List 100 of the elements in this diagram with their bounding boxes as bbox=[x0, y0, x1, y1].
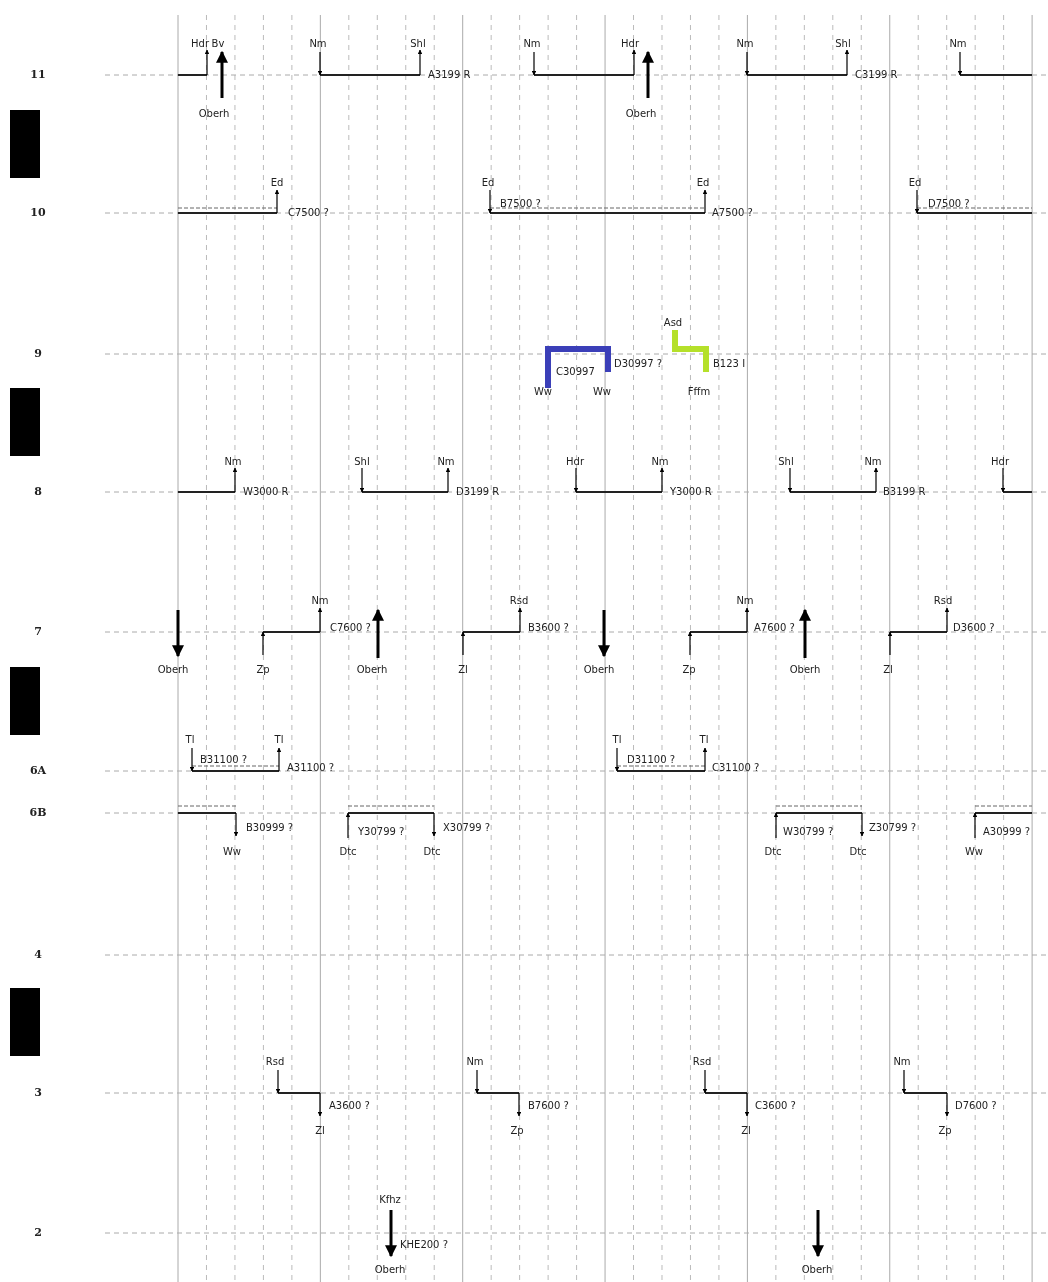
station-label: Nm bbox=[224, 456, 242, 468]
station-label: Tl bbox=[185, 734, 195, 746]
train-number: A31100 ? bbox=[287, 762, 335, 774]
station-label: Oberh bbox=[625, 108, 657, 120]
train-number: B3600 ? bbox=[528, 622, 569, 634]
train-number: B30999 ? bbox=[246, 822, 294, 834]
track-number: 3 bbox=[34, 1087, 42, 1099]
station-label: Oberh bbox=[801, 1264, 833, 1276]
station-label: Zl bbox=[883, 664, 893, 676]
station-label: Nm bbox=[949, 38, 967, 50]
station-label: Shl bbox=[835, 38, 851, 50]
station-label: Nm bbox=[736, 38, 754, 50]
train-number: D31100 ? bbox=[627, 754, 675, 766]
station-label: Nm bbox=[466, 1056, 484, 1068]
train-number: C31100 ? bbox=[712, 762, 760, 774]
station-label: Oberh bbox=[356, 664, 388, 676]
train-number: A30999 ? bbox=[983, 826, 1031, 838]
station-label: Ww bbox=[964, 846, 984, 858]
train-number: D3199 R bbox=[456, 486, 500, 498]
train-number: D30997 ? bbox=[614, 358, 662, 370]
train-number: D3600 ? bbox=[953, 622, 995, 634]
train-number: B7600 ? bbox=[528, 1100, 569, 1112]
station-label: Tl bbox=[699, 734, 709, 746]
station-label: Shl bbox=[410, 38, 426, 50]
station-label: Ed bbox=[908, 177, 922, 189]
station-label: Zp bbox=[682, 664, 696, 676]
station-label: Zp bbox=[938, 1125, 952, 1137]
track-number: 8 bbox=[34, 486, 42, 498]
train-number: D7600 ? bbox=[955, 1100, 997, 1112]
station-label: Dtc bbox=[849, 846, 867, 858]
station-label: Rsd bbox=[692, 1056, 712, 1068]
station-label: Oberh bbox=[583, 664, 615, 676]
train-number: W30799 ? bbox=[783, 826, 834, 838]
station-label: Nm bbox=[309, 38, 327, 50]
station-label: Rsd bbox=[265, 1056, 285, 1068]
train-number: W3000 R bbox=[243, 486, 289, 498]
train-number: A7600 ? bbox=[754, 622, 795, 634]
track-number: 11 bbox=[30, 69, 46, 81]
station-label: Ed bbox=[696, 177, 710, 189]
station-label: Hdr bbox=[566, 456, 584, 468]
track-number: 7 bbox=[34, 626, 42, 638]
station-label: Ed bbox=[270, 177, 284, 189]
track-number: 4 bbox=[34, 949, 42, 961]
train-number: KHE200 ? bbox=[400, 1239, 448, 1251]
station-label: Zl bbox=[741, 1125, 751, 1137]
station-label: Rsd bbox=[933, 595, 953, 607]
station-label: Hdr bbox=[991, 456, 1009, 468]
station-label: Ww bbox=[592, 386, 612, 398]
train-number: A3199 R bbox=[428, 69, 471, 81]
station-label: Ed bbox=[481, 177, 495, 189]
train-number: B123 I bbox=[713, 358, 746, 370]
station-label: Dtc bbox=[423, 846, 441, 858]
station-label: Zl bbox=[315, 1125, 325, 1137]
station-label: Asd bbox=[663, 317, 683, 329]
train-number: C7600 ? bbox=[330, 622, 371, 634]
train-number: B3199 R bbox=[883, 486, 926, 498]
station-label: Ww bbox=[222, 846, 242, 858]
station-label: Nm bbox=[311, 595, 329, 607]
station-label: Zp bbox=[256, 664, 270, 676]
station-label: Oberh bbox=[157, 664, 189, 676]
station-label: Dtc bbox=[764, 846, 782, 858]
train-number: Y30799 ? bbox=[358, 826, 405, 838]
track-number: 2 bbox=[34, 1227, 42, 1239]
train-number: C3600 ? bbox=[755, 1100, 796, 1112]
train-number: C3199 R bbox=[855, 69, 898, 81]
track-number: 9 bbox=[34, 348, 42, 360]
station-label: Nm bbox=[523, 38, 541, 50]
train-number: A3600 ? bbox=[329, 1100, 370, 1112]
station-label: Oberh bbox=[198, 108, 230, 120]
train-number: D7500 ? bbox=[928, 198, 970, 210]
train-number: B7500 ? bbox=[500, 198, 541, 210]
station-label: Nm bbox=[651, 456, 669, 468]
track-number: 10 bbox=[30, 207, 46, 219]
station-label: Hdr bbox=[191, 38, 209, 50]
station-label: Shl bbox=[778, 456, 794, 468]
train-number: A7500 ? bbox=[712, 207, 753, 219]
station-label: Shl bbox=[354, 456, 370, 468]
train-number: Z30799 ? bbox=[869, 822, 917, 834]
station-label: Bv bbox=[211, 38, 225, 50]
station-label: Fffm bbox=[687, 386, 711, 398]
station-label: Ww bbox=[533, 386, 553, 398]
station-label: Tl bbox=[612, 734, 622, 746]
station-label: Nm bbox=[893, 1056, 911, 1068]
train-number: C30997 bbox=[556, 366, 595, 378]
station-label: Zl bbox=[458, 664, 468, 676]
station-label: Oberh bbox=[789, 664, 821, 676]
train-number: Y3000 R bbox=[670, 486, 712, 498]
station-label: Rsd bbox=[509, 595, 529, 607]
station-label: Tl bbox=[274, 734, 284, 746]
station-label: Hdr bbox=[621, 38, 639, 50]
station-label: Oberh bbox=[374, 1264, 406, 1276]
train-number: B31100 ? bbox=[200, 754, 248, 766]
train-number: C7500 ? bbox=[288, 207, 329, 219]
station-label: Nm bbox=[736, 595, 754, 607]
station-label: Nm bbox=[864, 456, 882, 468]
station-label: Zp bbox=[510, 1125, 524, 1137]
track-number: 6B bbox=[29, 807, 47, 819]
station-label: Nm bbox=[437, 456, 455, 468]
station-label: Dtc bbox=[339, 846, 357, 858]
station-label: Kfhz bbox=[379, 1194, 401, 1206]
